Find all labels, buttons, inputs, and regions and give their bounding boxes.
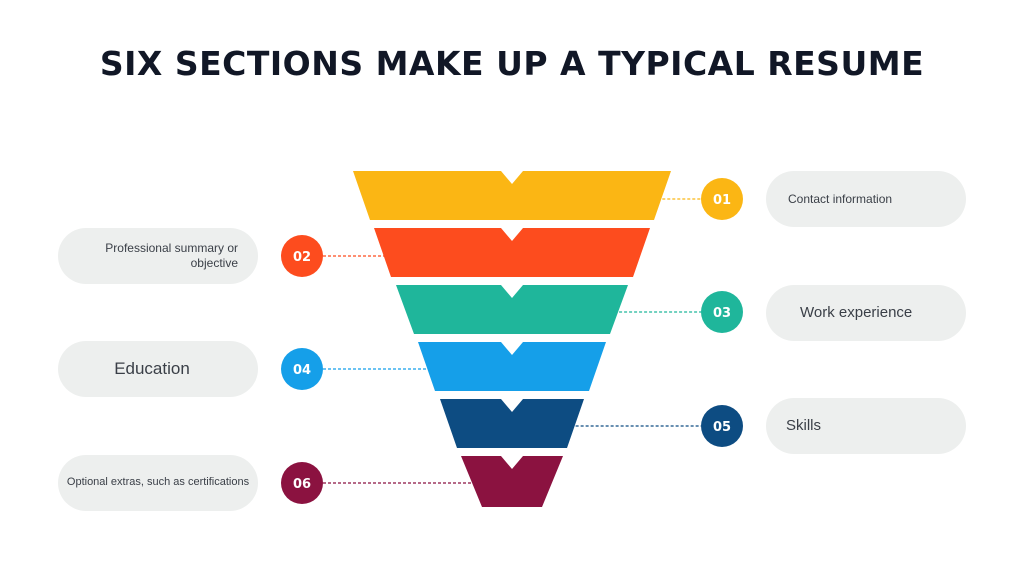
funnel-layer-professional-summary	[374, 228, 650, 277]
funnel-layer-contact-information	[353, 171, 671, 220]
section-label-education: Education	[58, 341, 258, 397]
section-label-text: Optional extras, such as certifications	[66, 476, 250, 489]
step-number-text-contact-information: 01	[713, 193, 731, 208]
funnel-layer-education	[418, 342, 606, 391]
section-label-contact-information: Contact information	[766, 171, 966, 227]
step-number-badge-work-experience	[701, 291, 743, 333]
step-number-text-work-experience: 03	[713, 306, 731, 321]
step-number-text-skills: 05	[713, 420, 731, 435]
step-number-text-education: 04	[293, 363, 311, 378]
step-number-badge-education	[281, 348, 323, 390]
section-label-work-experience: Work experience	[766, 285, 966, 341]
step-number-badge-optional-extras	[281, 462, 323, 504]
step-number-badge-professional-summary	[281, 235, 323, 277]
section-label-text: Professional summary or objective	[105, 241, 238, 270]
step-number-text-optional-extras: 06	[293, 477, 311, 492]
funnel-layer-skills	[440, 399, 584, 448]
step-number-text-professional-summary: 02	[293, 250, 311, 265]
step-number-badge-contact-information	[701, 178, 743, 220]
section-label-professional-summary: Professional summary or objective	[58, 228, 258, 284]
section-label-text: Education	[114, 359, 190, 379]
section-label-text: Skills	[786, 416, 822, 434]
section-label-optional-extras: Optional extras, such as certifications	[58, 455, 258, 511]
section-label-skills: Skills	[766, 398, 966, 454]
step-number-badge-skills	[701, 405, 743, 447]
section-label-text: Contact information	[788, 191, 893, 206]
funnel-layer-optional-extras	[461, 456, 563, 507]
funnel-layer-work-experience	[396, 285, 628, 334]
page-title: SIX SECTIONS MAKE UP A TYPICAL RESUME	[99, 44, 925, 83]
section-label-text: Work experience	[800, 303, 913, 321]
